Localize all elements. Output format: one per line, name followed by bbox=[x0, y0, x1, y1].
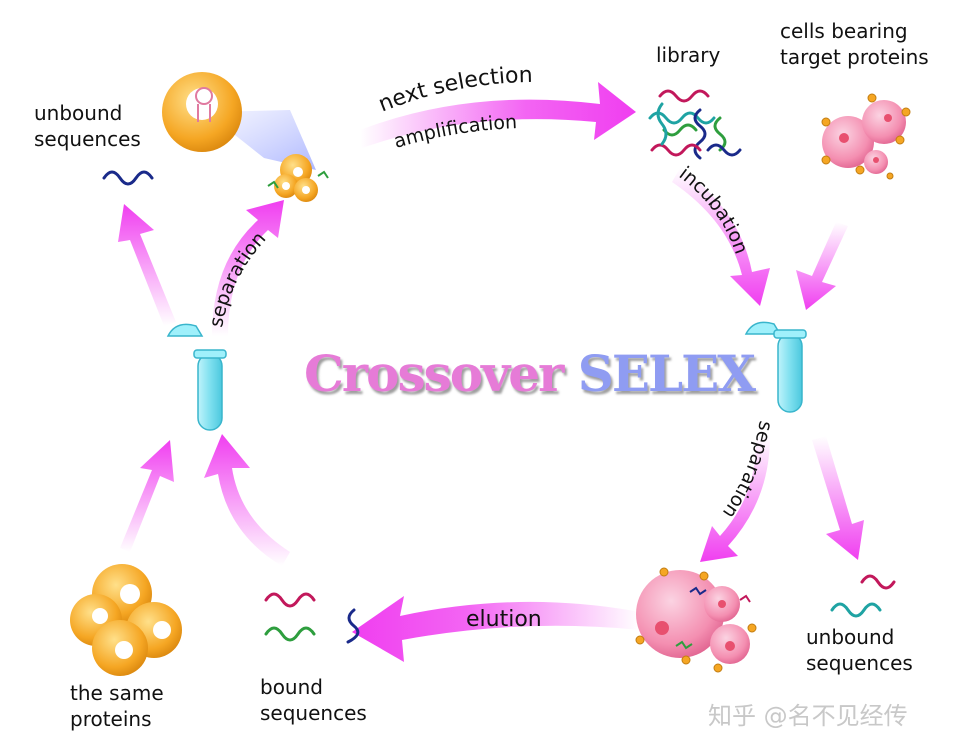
unbound-sequences-top-left-label: unbound sequences bbox=[34, 101, 141, 151]
bound-sequences-label: bound sequences bbox=[260, 675, 367, 725]
unbound-strands-top-left bbox=[102, 170, 154, 186]
target-cells bbox=[821, 93, 911, 180]
elution-label: elution bbox=[466, 607, 542, 632]
library-strands bbox=[648, 89, 742, 160]
unbound-sequences-bottom-right-label: unbound sequences bbox=[806, 625, 913, 675]
diagram-title: Crossover SELEX bbox=[304, 344, 756, 403]
watermark: 知乎 @名不见经传 bbox=[708, 702, 908, 730]
title-crossover: Crossover bbox=[304, 344, 564, 403]
arrow-separation-right bbox=[700, 436, 770, 562]
arrow-unbound-left bbox=[118, 204, 176, 326]
arrow-proteins-up bbox=[120, 440, 174, 552]
library-label: library bbox=[656, 43, 721, 67]
tube-left bbox=[166, 323, 227, 431]
title-selex: SELEX bbox=[577, 344, 756, 403]
same-proteins-label: the same proteins bbox=[70, 681, 164, 731]
arrow-bound-up bbox=[204, 434, 290, 566]
tube-right bbox=[744, 321, 807, 413]
arrow-unbound-right bbox=[812, 436, 864, 560]
arrow-incubation bbox=[672, 168, 770, 306]
arrow-next-selection bbox=[360, 82, 636, 148]
arrow-elution bbox=[352, 596, 640, 662]
protein-cluster bbox=[70, 564, 182, 676]
unbound-strands-bottom-right bbox=[830, 574, 896, 618]
protein-aptamer-complex bbox=[162, 72, 329, 202]
arrow-cells-down bbox=[796, 222, 848, 310]
cells-bearing-label: cells bearing target proteins bbox=[780, 19, 929, 69]
bound-cells bbox=[635, 567, 757, 673]
bound-sequence-strands bbox=[264, 592, 360, 644]
separation-left-label: separation bbox=[205, 228, 270, 329]
incubation-label: incubation bbox=[675, 162, 752, 256]
arrow-separation-left bbox=[212, 200, 284, 336]
